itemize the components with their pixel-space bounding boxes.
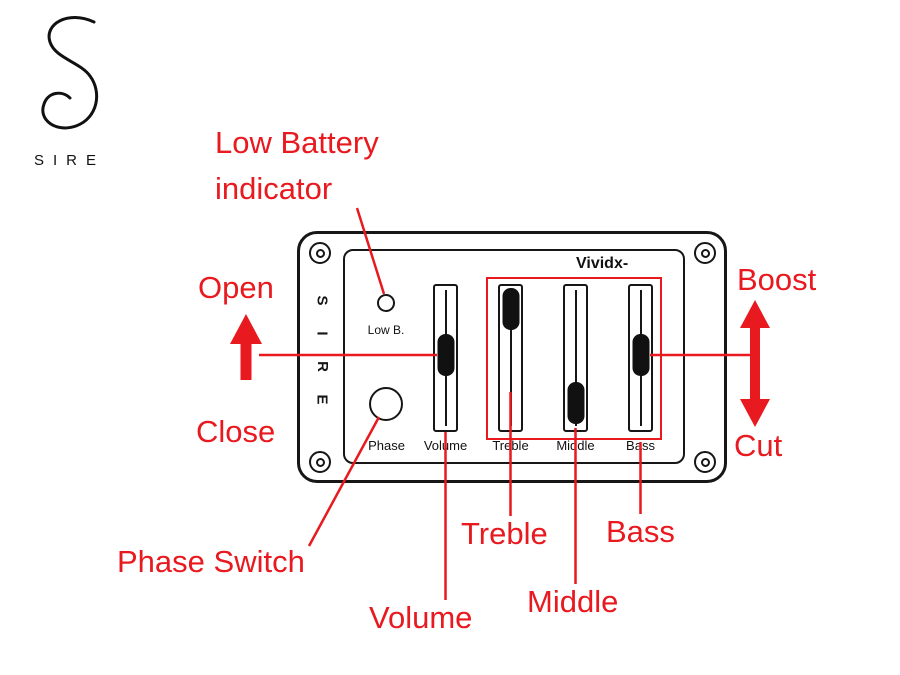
eq-group-outline: [486, 277, 662, 440]
screw-bottom-left: [309, 451, 331, 473]
treble-annotation: Treble: [461, 516, 548, 551]
screw-bottom-right-center: [700, 457, 710, 467]
middle-slider: [563, 284, 588, 432]
boost-annotation: Boost: [737, 262, 817, 297]
close-annotation: Close: [196, 414, 276, 449]
bass-annotation: Bass: [606, 514, 675, 549]
open-up-arrow-icon: [230, 314, 262, 380]
bass-slider-label: Bass: [626, 438, 655, 453]
treble-slider-slot: [509, 290, 512, 426]
bass-slider-knob: [632, 334, 649, 376]
sire-logo-mark-icon: [41, 16, 99, 130]
low-battery-annotation: Low Battery indicator: [215, 120, 379, 212]
treble-slider-knob: [502, 288, 519, 330]
screw-top-left: [309, 242, 331, 264]
screw-top-right-center: [700, 248, 710, 258]
open-annotation: Open: [198, 270, 274, 305]
volume-slider-knob: [437, 334, 454, 376]
screw-bottom-left-center: [315, 457, 325, 467]
panel-side-brand: S I R E: [305, 292, 339, 408]
logo-s-curve: [41, 16, 99, 130]
logo-wordmark: SIRE: [34, 152, 106, 169]
volume-slider: [433, 284, 458, 432]
boost-cut-double-arrow-icon: [740, 300, 770, 427]
sire-logo: SIRE: [28, 14, 138, 169]
phase-button: [369, 387, 403, 421]
volume-slider-label: Volume: [423, 438, 468, 453]
middle-slider-label: Middle: [556, 438, 595, 453]
cut-annotation: Cut: [734, 428, 783, 463]
side-letter-r: R: [313, 361, 331, 372]
low-battery-led-label: Low B.: [367, 323, 405, 337]
side-letter-i: I: [313, 331, 331, 336]
treble-slider-label: Treble: [492, 438, 529, 453]
phase-button-label: Phase: [368, 438, 405, 453]
volume-annotation: Volume: [369, 600, 473, 635]
bass-slider: [628, 284, 653, 432]
middle-annotation: Middle: [527, 584, 619, 619]
screw-top-left-center: [315, 248, 325, 258]
screw-top-right: [694, 242, 716, 264]
side-letter-e: E: [313, 394, 331, 405]
side-letter-s: S: [313, 295, 331, 306]
low-battery-annotation-line1: Low Battery: [215, 125, 379, 160]
middle-slider-slot: [574, 290, 577, 426]
low-battery-annotation-line2: indicator: [215, 171, 333, 206]
screw-bottom-right: [694, 451, 716, 473]
phase-switch-annotation: Phase Switch: [117, 544, 305, 579]
model-name: Vividx-: [576, 255, 629, 272]
treble-slider: [498, 284, 523, 432]
middle-slider-knob: [567, 382, 584, 424]
low-battery-led: [377, 294, 395, 312]
